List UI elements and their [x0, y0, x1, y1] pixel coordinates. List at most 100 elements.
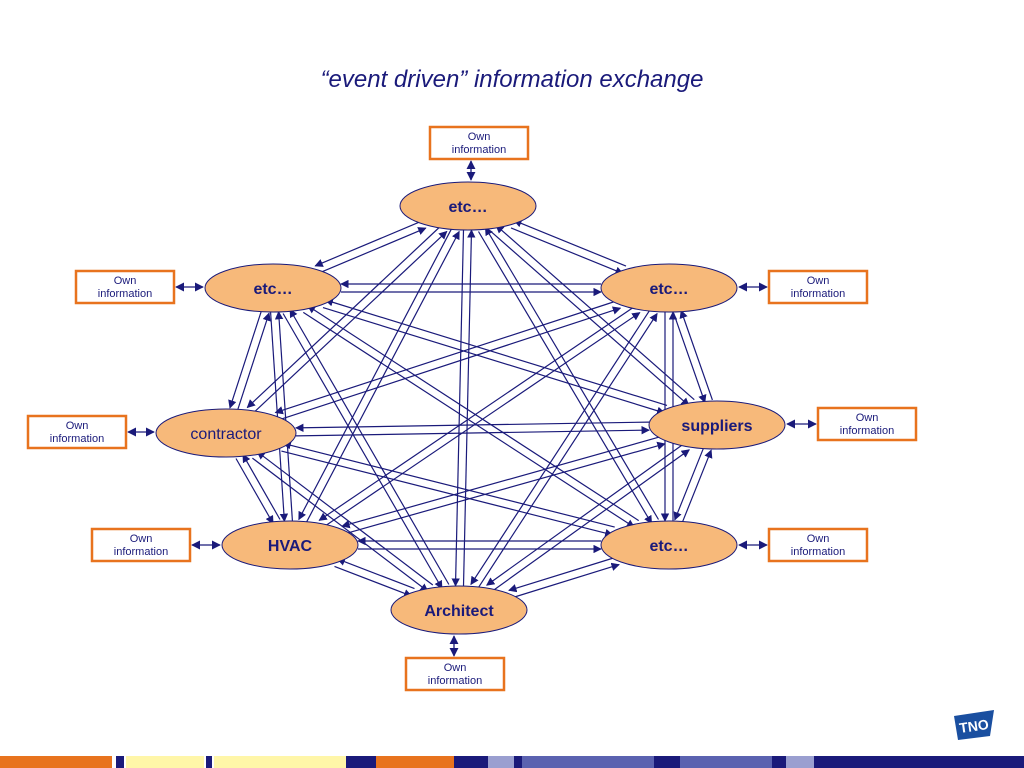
arrow-top-to-contractor: [246, 225, 442, 409]
node-architect: Architect: [390, 585, 528, 635]
node-ellipse: [390, 585, 528, 635]
own-information-text: information: [791, 546, 845, 558]
arrow-suppliers-to-hvac: [341, 435, 663, 529]
arrow-upper-right-to-suppliers: [673, 312, 707, 404]
arrow-upper-left-to-lower-right: [302, 311, 636, 528]
arrow-upper-right-to-top: [513, 219, 627, 267]
arrow-hvac-to-top: [305, 230, 460, 524]
arrow-contractor-to-architect: [252, 457, 429, 592]
own-information-text: Own: [444, 662, 467, 674]
node-hvac: HVAC: [221, 520, 359, 570]
node-upper-left: etc…: [204, 263, 342, 313]
arrow-hvac-to-upper-left: [274, 310, 293, 521]
arrow-hvac-to-contractor: [242, 453, 281, 520]
arrow-architect-to-upper-right: [477, 312, 658, 590]
own-information-text: Own: [130, 533, 153, 545]
arrow-lower-right-to-top: [484, 226, 660, 520]
own-information-text: Own: [114, 275, 137, 287]
arrow-top-to-hvac: [298, 227, 453, 521]
own-information-text: information: [428, 675, 482, 687]
arrow-upper-right-to-architect: [470, 308, 651, 586]
arrow-top-to-architect: [451, 229, 465, 587]
own-information-text: information: [840, 425, 894, 437]
arrow-contractor-to-hvac: [235, 458, 274, 525]
arrow-hvac-to-upper-right: [323, 312, 641, 528]
node-ellipse: [399, 181, 537, 231]
node-label: etc…: [649, 538, 688, 555]
node-lower-right: etc…: [600, 520, 738, 570]
node-label: suppliers: [681, 418, 752, 435]
arrow-architect-to-lower-right: [511, 562, 620, 599]
arrow-contractor-to-suppliers: [295, 426, 650, 437]
own-information-text: Own: [856, 412, 879, 424]
arrow-upper-right-to-hvac: [318, 305, 636, 521]
arrow-contractor-to-upper-right: [277, 306, 622, 421]
arrow-upper-left-to-contractor: [228, 310, 263, 409]
arrow-suppliers-to-architect: [486, 442, 685, 586]
node-label: HVAC: [268, 538, 313, 555]
page-title: “event driven” information exchange: [320, 66, 704, 93]
node-ellipse: [155, 408, 297, 458]
arrow-upper-left-to-top: [318, 227, 427, 274]
connection-lines: [228, 219, 713, 599]
node-suppliers: suppliers: [648, 400, 786, 450]
arrow-contractor-to-top: [252, 230, 448, 414]
arrow-suppliers-to-contractor: [295, 421, 650, 432]
own-information-text: Own: [807, 275, 830, 287]
arrow-architect-to-suppliers: [491, 449, 690, 593]
own-information-text: Own: [468, 131, 491, 143]
arrow-upper-left-to-suppliers: [322, 307, 666, 415]
own-information-boxes: OwninformationOwninformationOwninformati…: [26, 125, 918, 692]
arrow-top-to-upper-left: [314, 220, 423, 267]
arrow-lower-right-to-upper-left: [306, 305, 640, 522]
arrow-top-to-upper-right: [510, 227, 624, 275]
node-label: etc…: [448, 199, 487, 216]
own-information-text: Own: [807, 533, 830, 545]
svg-text:TNO: TNO: [958, 716, 990, 736]
arrow-architect-to-hvac: [336, 557, 415, 590]
arrow-suppliers-to-top: [495, 224, 695, 401]
own-information-links: [127, 160, 817, 657]
arrow-suppliers-to-lower-right: [673, 447, 705, 521]
node-upper-right: etc…: [600, 263, 738, 313]
own-information-text: information: [452, 144, 506, 156]
own-information-text: information: [114, 546, 168, 558]
own-information-text: information: [98, 288, 152, 300]
arrow-top-to-lower-right: [477, 231, 653, 525]
node-label: Architect: [424, 603, 494, 620]
tno-logo: TNO: [954, 710, 994, 740]
arrow-contractor-to-upper-left: [236, 312, 271, 411]
node-ellipse: [600, 520, 738, 570]
own-information-text: information: [791, 288, 845, 300]
arrow-lower-right-to-suppliers: [681, 449, 713, 523]
arrow-upper-right-to-contractor: [274, 299, 619, 415]
arrow-hvac-to-architect: [334, 565, 413, 598]
arrow-hvac-to-suppliers: [344, 441, 666, 535]
node-ellipse: [204, 263, 342, 313]
arrow-suppliers-to-upper-left: [324, 298, 668, 406]
own-information-text: information: [50, 433, 104, 445]
arrow-suppliers-to-upper-right: [679, 309, 713, 401]
arrow-architect-to-top: [462, 229, 476, 587]
node-ellipse: [600, 263, 738, 313]
arrow-lower-right-to-architect: [508, 556, 617, 593]
node-label: etc…: [253, 281, 292, 298]
node-ellipse: [221, 520, 359, 570]
node-contractor: contractor: [155, 408, 297, 458]
node-label: etc…: [649, 281, 688, 298]
footer-color-bar: [0, 756, 1024, 768]
node-top: etc…: [399, 181, 537, 231]
node-ellipse: [648, 400, 786, 450]
arrow-architect-to-upper-left: [289, 308, 450, 585]
node-label: contractor: [190, 426, 262, 443]
